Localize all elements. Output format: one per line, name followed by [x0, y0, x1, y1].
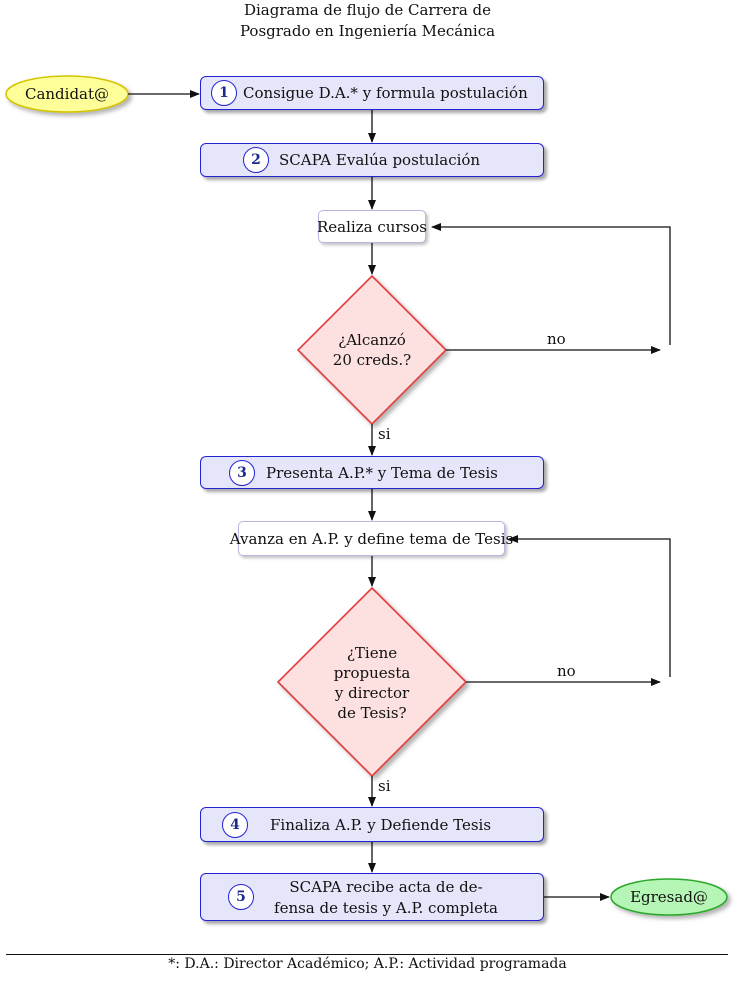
end-label: Egresad@ — [630, 888, 708, 906]
edge-label-yes-thesis: si — [378, 777, 391, 795]
step-4-label: Finaliza A.P. y Defiende Tesis — [270, 815, 492, 834]
start-label: Candidat@ — [24, 85, 110, 103]
step-2-box: 2 SCAPA Evalúa postulación — [200, 143, 544, 177]
process-courses-label: Realiza cursos — [317, 217, 427, 236]
loop-back-courses — [431, 223, 671, 345]
end-node: Egresad@ — [611, 879, 727, 915]
title-line-2: Posgrado en Ingeniería Mecánica — [239, 22, 496, 40]
step-2-label: SCAPA Evalúa postulación — [279, 151, 481, 169]
step-5-number: 5 — [228, 884, 254, 910]
step-3-number: 3 — [229, 459, 255, 486]
step-5-line-2: fensa de tesis y A.P. completa — [274, 899, 498, 917]
end-ellipse — [610, 878, 728, 916]
process-advance-label: Avanza en A.P. y define tema de Tesis — [229, 529, 514, 548]
decision-credits: ¿Alcanzó 20 creds.? — [312, 330, 432, 370]
step-5-line-1: SCAPA recibe acta de de- — [289, 878, 483, 896]
process-courses: Realiza cursos — [317, 210, 427, 243]
diagram-title: Diagrama de flujo de Carrera de Posgrado… — [0, 0, 735, 42]
step-5-label: SCAPA recibe acta de de- fensa de tesis … — [261, 877, 511, 919]
edge-label-no-credits: no — [547, 330, 566, 348]
loop-back-advance — [508, 535, 671, 677]
process-advance: Avanza en A.P. y define tema de Tesis — [230, 521, 513, 556]
step-1-box: 1 Consigue D.A.* y formula postulación — [200, 76, 544, 110]
decision-thesis-line-3: y director — [334, 684, 410, 702]
decision-thesis-line-4: de Tesis? — [337, 704, 407, 722]
decision-thesis-line-1: ¿Tiene — [346, 644, 398, 662]
start-node: Candidat@ — [6, 76, 128, 112]
step-1-number: 1 — [211, 80, 237, 106]
step-2-number: 2 — [243, 147, 269, 173]
step-4-number: 4 — [222, 811, 248, 838]
step-5-box: 5 SCAPA recibe acta de de- fensa de tesi… — [200, 873, 544, 921]
title-line-1: Diagrama de flujo de Carrera de — [243, 1, 492, 19]
footnote-rule — [6, 954, 728, 955]
step-3-label: Presenta A.P.* y Tema de Tesis — [266, 463, 498, 482]
decision-thesis: ¿Tiene propuesta y director de Tesis? — [312, 643, 432, 723]
decision-credits-line-1: ¿Alcanzó — [338, 331, 406, 349]
step-3-box: 3 Presenta A.P.* y Tema de Tesis — [200, 456, 544, 489]
decision-credits-line-2: 20 creds.? — [332, 351, 412, 369]
footnote: *: D.A.: Director Académico; A.P.: Activ… — [168, 956, 567, 972]
step-1-label: Consigue D.A.* y formula postulación — [243, 84, 528, 102]
edge-label-yes-credits: si — [378, 425, 391, 443]
decision-thesis-line-2: propuesta — [333, 664, 411, 682]
step-4-box: 4 Finaliza A.P. y Defiende Tesis — [200, 807, 544, 842]
edge-label-no-thesis: no — [557, 662, 576, 680]
